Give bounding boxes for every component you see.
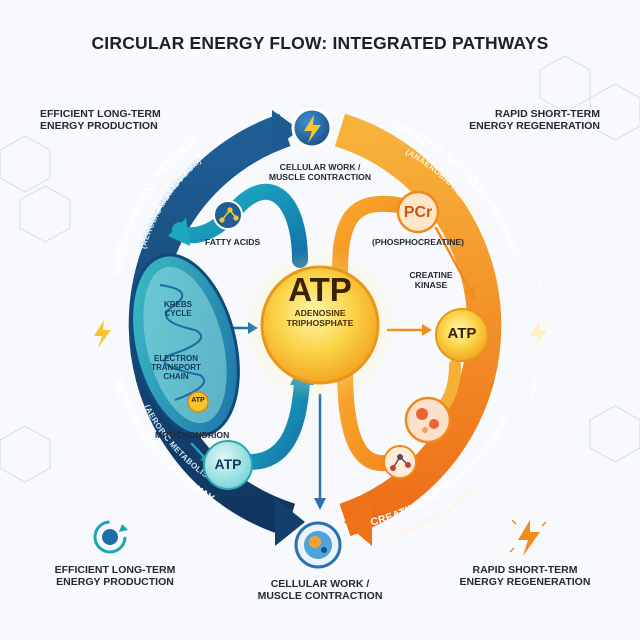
label-phosphocreatine: (PHOSPHOCREATINE)	[372, 237, 464, 247]
label-rapid-top: RAPID SHORT-TERM ENERGY REGENERATION	[469, 108, 600, 132]
background-hexagons	[0, 55, 640, 483]
orange-molecule-icon	[383, 445, 417, 479]
label-efficient-bottom: EFFICIENT LONG-TERM ENERGY PRODUCTION	[54, 564, 176, 588]
left-arc-lightning-icon	[94, 320, 111, 348]
creatine-bottom-arrowhead	[344, 498, 372, 546]
atp-right-label: ATP	[447, 325, 477, 342]
label-rapid-bottom: RAPID SHORT-TERM ENERGY REGENERATION	[459, 564, 591, 588]
right-lower-cell-icon	[404, 396, 452, 444]
label-cellular-work-top: CELLULAR WORK / MUSCLE CONTRACTION	[268, 162, 372, 182]
page-title: CIRCULAR ENERGY FLOW: INTEGRATED PATHWAY…	[91, 33, 549, 53]
pcr-label: PCr	[403, 204, 433, 221]
fatty-acid-arrowhead	[168, 218, 190, 246]
atp-right-ball	[435, 308, 489, 362]
label-efficient-top: EFFICIENT LONG-TERM ENERGY PRODUCTION	[40, 108, 161, 132]
atp-bottom-left-label: ATP	[214, 456, 242, 472]
label-mitochondrion: MITOCHONDRION	[155, 430, 230, 440]
mito-top-arrowhead	[272, 110, 300, 150]
bottom-hub-muscle-cell-icon	[294, 521, 342, 569]
right-arc-lightning-icon	[530, 320, 547, 348]
label-cellular-work-bottom: CELLULAR WORK / MUSCLE CONTRACTION	[257, 578, 383, 602]
atp-main-ball	[260, 265, 380, 385]
pcr-ball	[396, 190, 440, 234]
atp-bottom-left-ball	[203, 440, 253, 490]
label-krebs-cycle: KREBS CYCLE	[163, 300, 192, 318]
mito-bottom-arrowhead	[275, 498, 305, 546]
label-fatty-acids: FATTY ACIDS	[205, 237, 261, 247]
label-creatine-kinase: CREATINE KINASE	[409, 270, 453, 290]
atp-main-title: ATP	[288, 271, 352, 308]
mito-atp-badge: ATP	[191, 397, 205, 404]
bottom-right-lightning-icon	[509, 519, 547, 556]
atp-main-subtitle: ADENOSINE TRIPHOSPHATE	[286, 308, 354, 328]
mito-inner-teal-loop	[172, 183, 308, 268]
atp-main-label: ATP ADENOSINE TRIPHOSPHATE	[254, 271, 386, 329]
cycle-refresh-icon	[93, 520, 128, 554]
top-hub-lightning-icon	[291, 107, 333, 149]
label-electron-transport-chain: ELECTRON TRANSPORT CHAIN	[151, 354, 201, 381]
mitochondrion-organelle	[130, 253, 240, 437]
fatty-acids-molecule-icon	[213, 200, 243, 230]
